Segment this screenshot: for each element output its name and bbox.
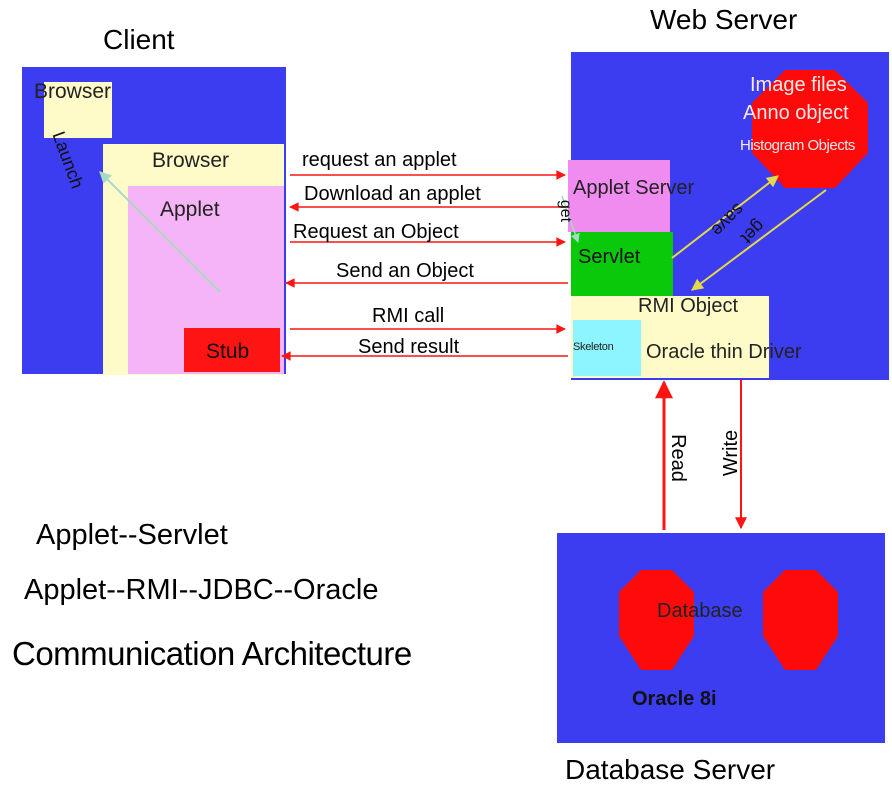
histogram-objects-label: Histogram Objects bbox=[740, 137, 855, 154]
skeleton-box bbox=[573, 320, 641, 376]
caption-line-2: Applet--RMI--JDBC--Oracle bbox=[24, 574, 379, 606]
caption-line-3: Communication Architecture bbox=[12, 635, 412, 672]
get-label-left: get bbox=[557, 199, 574, 223]
send-object-label: Send an Object bbox=[336, 260, 474, 282]
database-octagon-right bbox=[763, 570, 838, 670]
rmi-call-label: RMI call bbox=[372, 305, 445, 327]
database-octagon-left bbox=[619, 570, 694, 670]
anno-object-label: Anno object bbox=[743, 102, 849, 124]
get-arrow-applet bbox=[561, 195, 580, 243]
applet-server-label: Applet Server bbox=[573, 177, 695, 199]
write-label: Write bbox=[720, 429, 742, 477]
client-title: Client bbox=[103, 24, 175, 55]
database-server-title: Database Server bbox=[565, 754, 776, 785]
image-store-octagon bbox=[752, 70, 868, 188]
read-label: Read bbox=[667, 434, 689, 482]
browser-small-box bbox=[44, 82, 112, 138]
launch-arrow bbox=[99, 171, 221, 293]
database-label: Database bbox=[657, 600, 743, 622]
web-server-title: Web Server bbox=[650, 4, 798, 35]
servlet-label: Servlet bbox=[578, 246, 641, 268]
browser-small-label: Browser bbox=[34, 80, 112, 103]
oracle-label: Oracle 8i bbox=[632, 688, 717, 710]
applet-label: Applet bbox=[160, 198, 220, 221]
request-applet-label: request an applet bbox=[302, 149, 457, 171]
get-arrow bbox=[691, 189, 827, 291]
request-object-label: Request an Object bbox=[293, 221, 459, 243]
caption-line-1: Applet--Servlet bbox=[36, 519, 228, 551]
applet-server-box bbox=[568, 160, 670, 232]
servlet-box bbox=[571, 232, 673, 296]
save-arrow bbox=[671, 175, 779, 259]
stub-box bbox=[184, 328, 280, 372]
oracle-thin-driver-label: Oracle thin Driver bbox=[646, 341, 802, 363]
skeleton-label: Skeleton bbox=[573, 341, 614, 353]
rmi-object-label: RMI Object bbox=[638, 295, 739, 317]
browser-label: Browser bbox=[152, 149, 230, 172]
image-files-label: Image files bbox=[750, 74, 847, 96]
send-result-label: Send result bbox=[358, 336, 460, 358]
download-applet-label: Download an applet bbox=[304, 183, 481, 205]
stub-label: Stub bbox=[206, 340, 250, 363]
